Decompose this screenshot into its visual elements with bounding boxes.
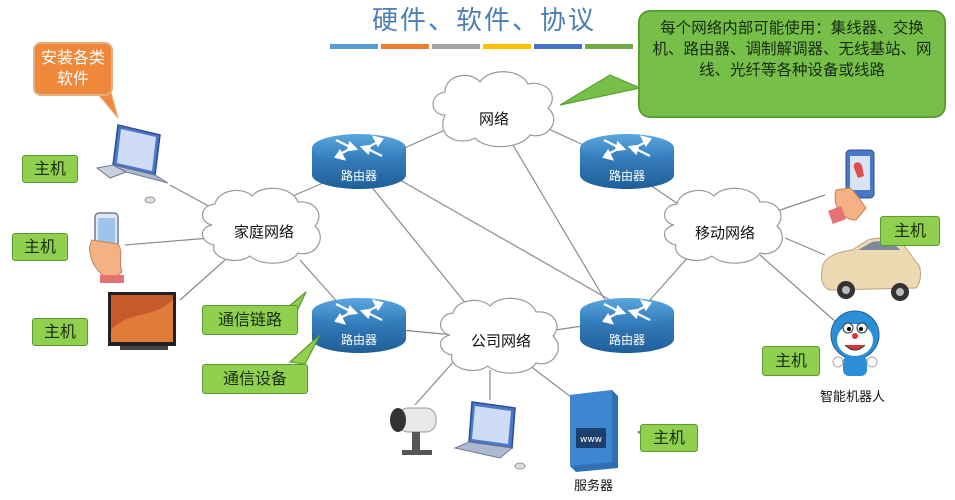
host-label-text: 主机 <box>43 322 76 341</box>
comm-device-pointer <box>288 334 321 365</box>
robot-caption: 智能机器人 <box>820 386 885 405</box>
cloud-icon: 家庭网络 <box>201 187 321 264</box>
security-camera-icon <box>390 407 437 455</box>
host-label-laptop: 主机 <box>22 155 78 183</box>
host-label-text: 主机 <box>774 351 807 370</box>
comm-link-text: 通信链路 <box>217 310 282 329</box>
host-label-text: 主机 <box>652 428 685 447</box>
host-label-text: 主机 <box>23 237 56 256</box>
router-icon: 路由器 <box>580 134 674 189</box>
host-label-robot: 主机 <box>762 346 820 376</box>
host-label-car: 主机 <box>880 216 940 246</box>
comm-device-label: 通信设备 <box>202 364 308 394</box>
title-bar-2 <box>381 44 429 49</box>
router-label: 路由器 <box>341 168 377 183</box>
title-bar-6 <box>585 44 633 49</box>
cloud-icon: 移动网络 <box>663 187 783 264</box>
cloud-icon: 网络 <box>432 71 555 148</box>
server-icon: www <box>570 390 618 472</box>
comm-device-text: 通信设备 <box>222 369 287 388</box>
server-screen-text: www <box>580 435 602 445</box>
robot-caption-text: 智能机器人 <box>820 390 886 405</box>
laptop-icon <box>453 401 526 470</box>
cloud-label-home: 家庭网络 <box>234 223 294 241</box>
host-label-phone: 主机 <box>12 233 68 261</box>
router-label: 路由器 <box>609 168 645 183</box>
software-callout-text: 安装各类软件 <box>41 48 106 88</box>
device-callout: 每个网络内部可能使用：集线器、交换机、路由器、调制解调器、无线基站、网线、光纤等… <box>638 10 946 118</box>
tv-icon <box>108 292 176 350</box>
host-label-text: 主机 <box>893 221 926 240</box>
comm-link-label: 通信链路 <box>202 305 298 335</box>
device-callout-text: 每个网络内部可能使用：集线器、交换机、路由器、调制解调器、无线基站、网线、光纤等… <box>652 19 932 79</box>
router-icon: 路由器 <box>312 134 406 189</box>
title-bar-4 <box>483 44 531 49</box>
car-icon <box>820 237 921 301</box>
server-caption-text: 服务器 <box>574 479 614 494</box>
router-label: 路由器 <box>609 332 645 347</box>
title-bar-5 <box>534 44 582 49</box>
laptop-icon <box>95 124 169 204</box>
cloud-label-internet: 网络 <box>479 110 509 128</box>
robot-icon <box>830 310 880 376</box>
smartphone-icon <box>89 212 124 283</box>
host-label-text: 主机 <box>33 159 66 178</box>
smartphone-icon <box>828 149 875 224</box>
router-icon: 路由器 <box>312 298 406 353</box>
cloud-label-company: 公司网络 <box>471 332 531 350</box>
software-callout: 安装各类软件 <box>33 42 113 96</box>
top-callout-pointer <box>559 74 642 106</box>
router-label: 路由器 <box>341 332 377 347</box>
title-bar-3 <box>432 44 480 49</box>
router-icon: 路由器 <box>580 298 674 353</box>
cloud-label-mobile: 移动网络 <box>695 224 755 242</box>
host-label-server: 主机 <box>640 424 698 452</box>
host-label-tv: 主机 <box>32 318 88 346</box>
server-caption: 服务器 <box>574 475 613 494</box>
cloud-icon: 公司网络 <box>439 297 559 374</box>
title-bar-1 <box>330 44 378 49</box>
